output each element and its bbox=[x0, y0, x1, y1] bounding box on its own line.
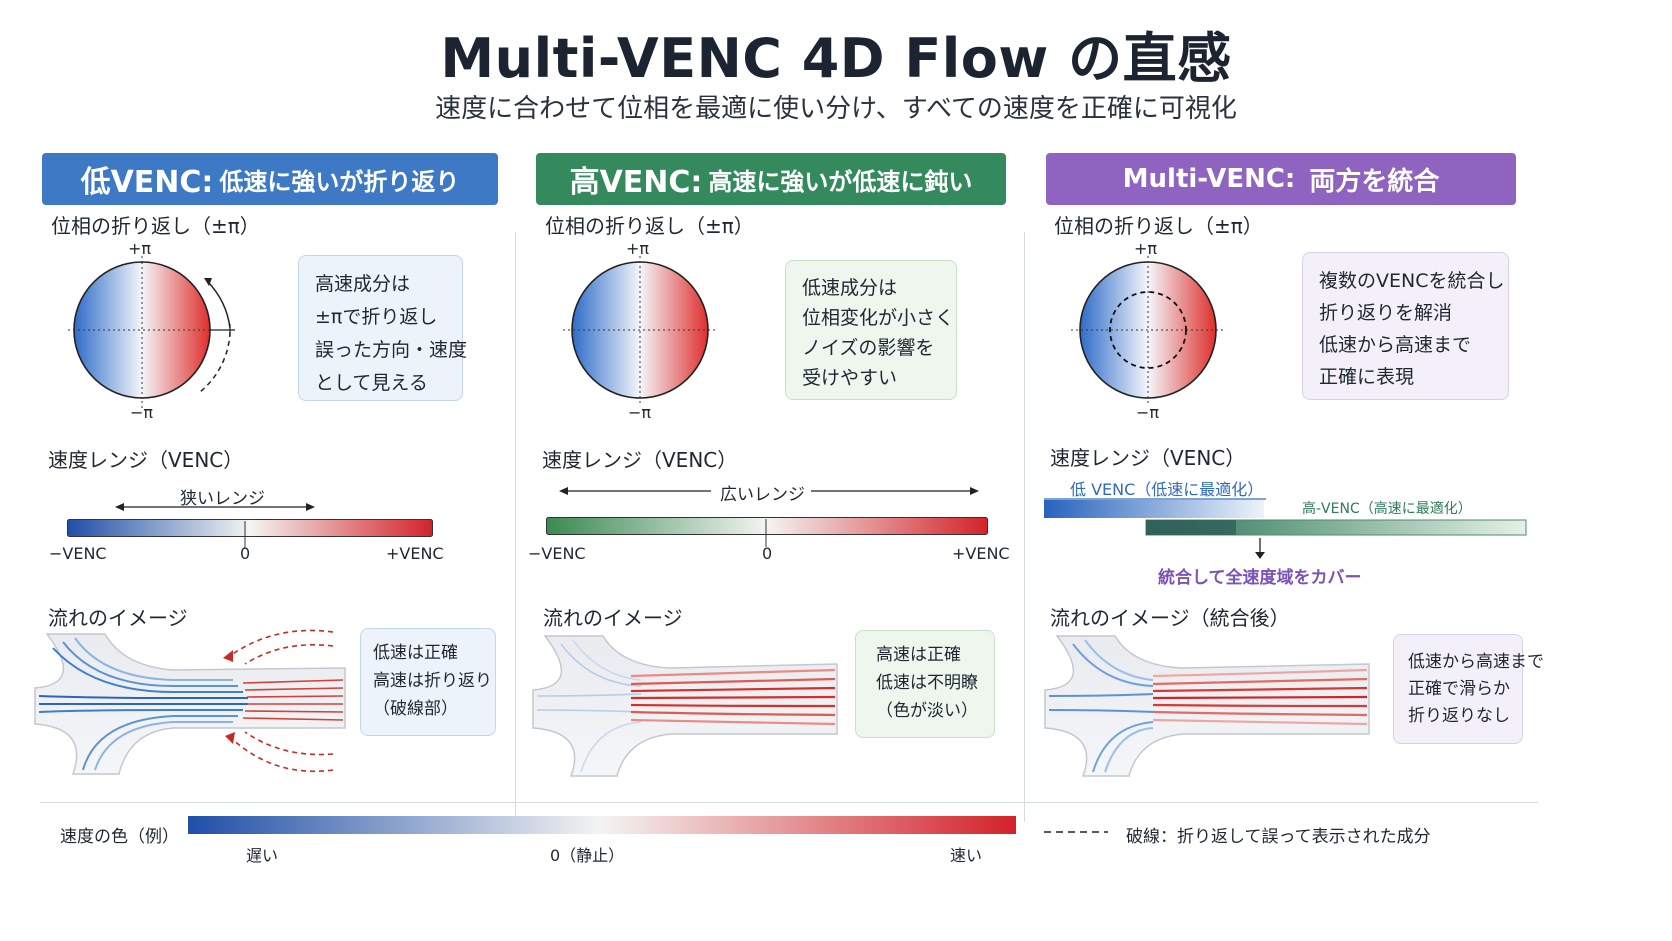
narrow-range-label: 狭いレンジ bbox=[180, 489, 265, 509]
note-line: ノイズの影響を bbox=[802, 337, 935, 359]
multi-venc-range bbox=[1044, 498, 1527, 559]
note-line: として見える bbox=[315, 372, 428, 394]
note-line: 低速から高速まで bbox=[1408, 652, 1544, 672]
pi-bottom-label: −π bbox=[628, 403, 652, 422]
flow-note: 低速から高速まで 正確で滑らか 折り返りなし bbox=[1393, 634, 1544, 744]
pi-top-label: +π bbox=[1134, 239, 1158, 258]
axis-zero-label: 0 bbox=[762, 544, 773, 563]
note-line: 低速は正確 bbox=[373, 643, 458, 663]
narrow-range-arrow bbox=[115, 503, 315, 511]
cover-label: 統合して全速度域をカバー bbox=[1158, 568, 1362, 588]
note-line: 低速は不明瞭 bbox=[876, 673, 978, 693]
flow-label: 流れのイメージ（統合後） bbox=[1050, 606, 1290, 630]
legend-divider bbox=[40, 802, 1538, 803]
note-line: 折り返りを解消 bbox=[1319, 302, 1453, 324]
pi-top-label: +π bbox=[128, 239, 152, 258]
banner-sub: 高速に強いが低速に鈍い bbox=[708, 167, 973, 196]
legend-colorbar bbox=[188, 816, 1016, 834]
note-line: 高速は正確 bbox=[876, 645, 961, 665]
phase-note: 複数のVENCを統合し 折り返りを解消 低速から高速まで 正確に表現 bbox=[1302, 252, 1509, 400]
note-line: 位相変化が小さく bbox=[802, 307, 955, 329]
note-line: 高速成分は bbox=[315, 273, 411, 295]
note-line: 誤った方向・速度 bbox=[315, 339, 468, 361]
banner-high-venc: 高VENC: 高速に強いが低速に鈍い bbox=[536, 153, 1006, 205]
flow-image bbox=[532, 635, 838, 777]
axis-neg-label: −VENC bbox=[49, 544, 107, 563]
range-label: 速度レンジ（VENC） bbox=[48, 448, 244, 472]
note-line: 低速成分は bbox=[802, 277, 898, 299]
wide-range-arrow bbox=[559, 487, 979, 495]
range-label: 速度レンジ（VENC） bbox=[542, 448, 738, 472]
column-divider bbox=[1024, 232, 1025, 822]
note-line: ±πで折り返し bbox=[315, 306, 438, 328]
page-subtitle: 速度に合わせて位相を最適に使い分け、すべての速度を正確に可視化 bbox=[435, 94, 1237, 124]
high-venc-label: 高-VENC（高速に最適化） bbox=[1302, 501, 1472, 517]
wide-range-label: 広いレンジ bbox=[720, 485, 805, 505]
page-title: Multi-VENC 4D Flow の直感 bbox=[440, 27, 1232, 90]
note-line: 折り返りなし bbox=[1408, 706, 1510, 726]
note-line: 正確で滑らか bbox=[1408, 679, 1510, 699]
banner-low-venc: 低VENC: 低速に強いが折り返り bbox=[42, 153, 498, 205]
axis-pos-label: +VENC bbox=[386, 544, 444, 563]
venc-colorbar bbox=[67, 519, 433, 549]
legend-slow: 遅い bbox=[246, 846, 279, 865]
flow-note: 高速は正確 低速は不明瞭 （色が淡い） bbox=[855, 630, 995, 738]
flow-label: 流れのイメージ bbox=[543, 606, 683, 630]
phase-label: 位相の折り返し（±π） bbox=[545, 214, 754, 238]
banner-sub: 低速に強いが折り返り bbox=[219, 167, 460, 196]
banner-main: 高VENC: bbox=[569, 165, 703, 200]
note-line: 低速から高速まで bbox=[1319, 334, 1472, 356]
note-line: 複数のVENCを統合し bbox=[1319, 270, 1505, 292]
phase-note: 低速成分は 位相変化が小さく ノイズの影響を 受けやすい bbox=[785, 260, 957, 400]
axis-neg-label: −VENC bbox=[528, 544, 586, 563]
flow-note: 低速は正確 高速は折り返り （破線部） bbox=[360, 628, 496, 736]
range-label: 速度レンジ（VENC） bbox=[1050, 446, 1246, 470]
note-line: 正確に表現 bbox=[1319, 366, 1415, 388]
pi-bottom-label: −π bbox=[1136, 403, 1160, 422]
dash-legend-icon bbox=[1044, 831, 1108, 833]
phase-wheel bbox=[563, 256, 717, 406]
flow-image bbox=[1044, 635, 1370, 777]
note-line: 高速は折り返り bbox=[373, 671, 492, 691]
low-venc-label: 低 VENC（低速に最適化） bbox=[1070, 480, 1264, 499]
flow-label: 流れのイメージ bbox=[48, 606, 188, 630]
note-line: （色が淡い） bbox=[876, 701, 978, 721]
venc-colorbar bbox=[546, 517, 988, 547]
banner-main: 低VENC: bbox=[80, 165, 214, 200]
phase-wheel bbox=[1071, 256, 1225, 406]
legend-zero: 0（静止） bbox=[550, 846, 625, 865]
phase-label: 位相の折り返し（±π） bbox=[1054, 214, 1263, 238]
flow-image bbox=[34, 629, 346, 775]
axis-pos-label: +VENC bbox=[952, 544, 1010, 563]
dash-legend-text: 破線：折り返して誤って表示された成分 bbox=[1126, 827, 1431, 847]
legend-fast: 速い bbox=[950, 846, 983, 865]
phase-note: 高速成分は ±πで折り返し 誤った方向・速度 として見える bbox=[298, 255, 468, 401]
legend-label: 速度の色（例） bbox=[60, 827, 179, 847]
banner-main: Multi-VENC: bbox=[1122, 164, 1296, 194]
pi-top-label: +π bbox=[626, 239, 650, 258]
pi-bottom-label: −π bbox=[130, 403, 154, 422]
banner-multi-venc: Multi-VENC: 両方を統合 bbox=[1046, 153, 1516, 205]
column-divider bbox=[515, 232, 516, 822]
note-line: 受けやすい bbox=[802, 367, 898, 389]
phase-wheel bbox=[68, 256, 238, 410]
phase-label: 位相の折り返し（±π） bbox=[51, 214, 260, 238]
axis-zero-label: 0 bbox=[240, 544, 251, 563]
note-line: （破線部） bbox=[373, 699, 458, 719]
banner-sub: 両方を統合 bbox=[1309, 166, 1440, 197]
